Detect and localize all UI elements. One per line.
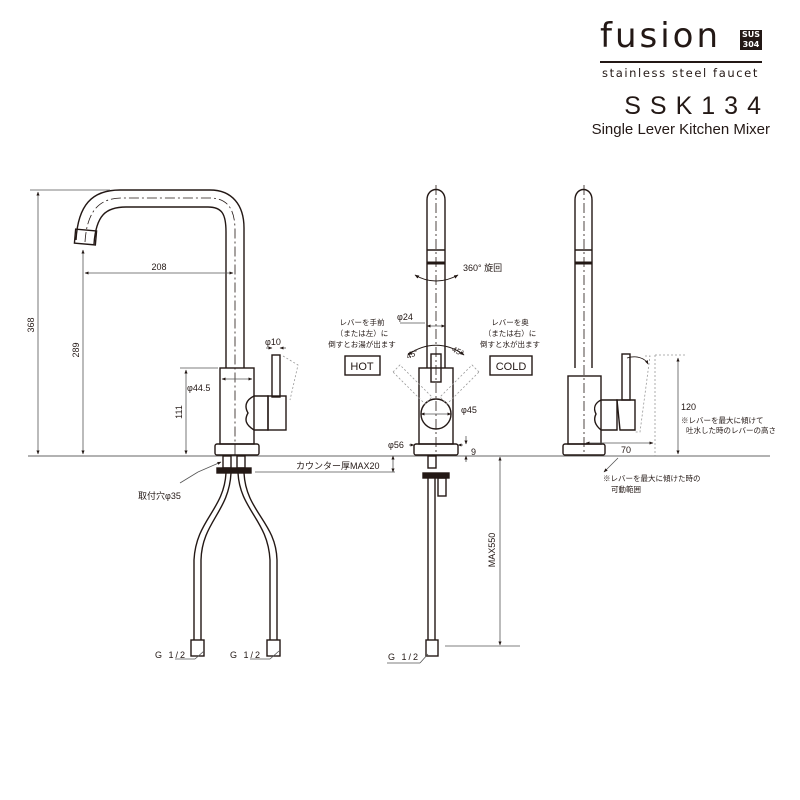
label-spout-height: 289 xyxy=(71,342,81,357)
label-body-diameter: φ44.5 xyxy=(187,383,210,393)
brand-name: fusion xyxy=(600,16,722,56)
material-badge: SUS 304 xyxy=(740,30,762,50)
fitting-left xyxy=(190,639,205,657)
mounting-nut xyxy=(216,467,252,474)
label-connection-right: G 1/2 xyxy=(230,650,262,660)
cold-note-1: レバーを奥 xyxy=(491,317,529,327)
label-hose-length: MAX550 xyxy=(487,533,497,568)
lever-tilt-range xyxy=(282,355,299,401)
brand-tagline: stainless steel faucet xyxy=(602,66,759,80)
lever-height-note-1: ※レバーを最大に傾けて xyxy=(681,415,764,425)
label-spout-diameter: φ24 xyxy=(397,312,413,322)
leader-hole xyxy=(179,471,199,484)
angle-right-label: 45° xyxy=(450,345,465,358)
label-lever-reach: 70 xyxy=(621,445,631,455)
side-view xyxy=(30,189,395,660)
label-body-height: 111 xyxy=(174,405,184,419)
front-base xyxy=(413,443,459,456)
label-base-height: 9 xyxy=(471,447,476,457)
stud-left xyxy=(222,455,232,469)
lever-handle xyxy=(271,354,281,398)
hose-right xyxy=(237,472,278,640)
badge-line-2: 304 xyxy=(742,39,760,49)
rear-view xyxy=(562,185,685,473)
tilt-arc xyxy=(407,344,465,356)
front-view xyxy=(344,185,533,664)
aerator xyxy=(73,228,98,246)
hot-note-3: 倒すとお湯が出ます xyxy=(328,339,396,349)
model-number: SSK134 xyxy=(624,92,770,120)
label-connection-front: G 1/2 xyxy=(388,652,420,662)
product-description: Single Lever Kitchen Mixer xyxy=(591,121,770,138)
hose-left xyxy=(193,472,232,640)
label-connection-left: G 1/2 xyxy=(155,650,187,660)
spout-inner xyxy=(93,206,227,368)
label-spout-reach: 208 xyxy=(151,262,166,272)
hot-box xyxy=(344,355,381,376)
label-lever-diameter: φ10 xyxy=(265,337,281,347)
hot-label: HOT xyxy=(350,361,374,373)
label-lever-height: 120 xyxy=(681,402,696,412)
label-mounting-hole: 取付穴φ35 xyxy=(138,490,181,501)
lever-head xyxy=(267,395,287,431)
cold-label: COLD xyxy=(496,361,527,373)
lever-joint xyxy=(245,395,269,431)
range-note-2: 可動範囲 xyxy=(611,484,641,494)
label-handle-diameter: φ45 xyxy=(461,405,477,415)
label-base-diameter: φ56 xyxy=(388,440,404,450)
label-counter-thickness: カウンター厚MAX20 xyxy=(296,461,380,471)
angle-left-label: 45° xyxy=(405,348,420,361)
cold-note-2: （または右）に xyxy=(484,328,537,338)
cold-box xyxy=(489,355,533,376)
spout-centerline xyxy=(84,197,236,455)
lever-height-note-2: 吐水した時のレバーの高さ xyxy=(686,425,776,435)
hot-note-1: レバーを手前 xyxy=(340,317,385,327)
cold-note-3: 倒すと水が出ます xyxy=(480,339,540,349)
range-note-1: ※レバーを最大に傾けた時の xyxy=(603,473,701,483)
label-rotation: 360° 旋回 xyxy=(463,262,502,273)
brand-underline xyxy=(600,61,762,63)
rotation-arrow xyxy=(414,274,459,282)
rear-lever xyxy=(621,353,631,401)
hot-note-2: （または左）に xyxy=(336,328,389,338)
stud-right xyxy=(236,455,246,469)
base-flange xyxy=(214,443,260,456)
label-total-height: 368 xyxy=(26,317,36,332)
spout-outer xyxy=(75,189,245,368)
brand-logo: fusion SUS 304 stainless steel faucet xyxy=(600,16,770,80)
badge-line-1: SUS xyxy=(741,30,761,39)
fitting-right xyxy=(266,639,281,657)
